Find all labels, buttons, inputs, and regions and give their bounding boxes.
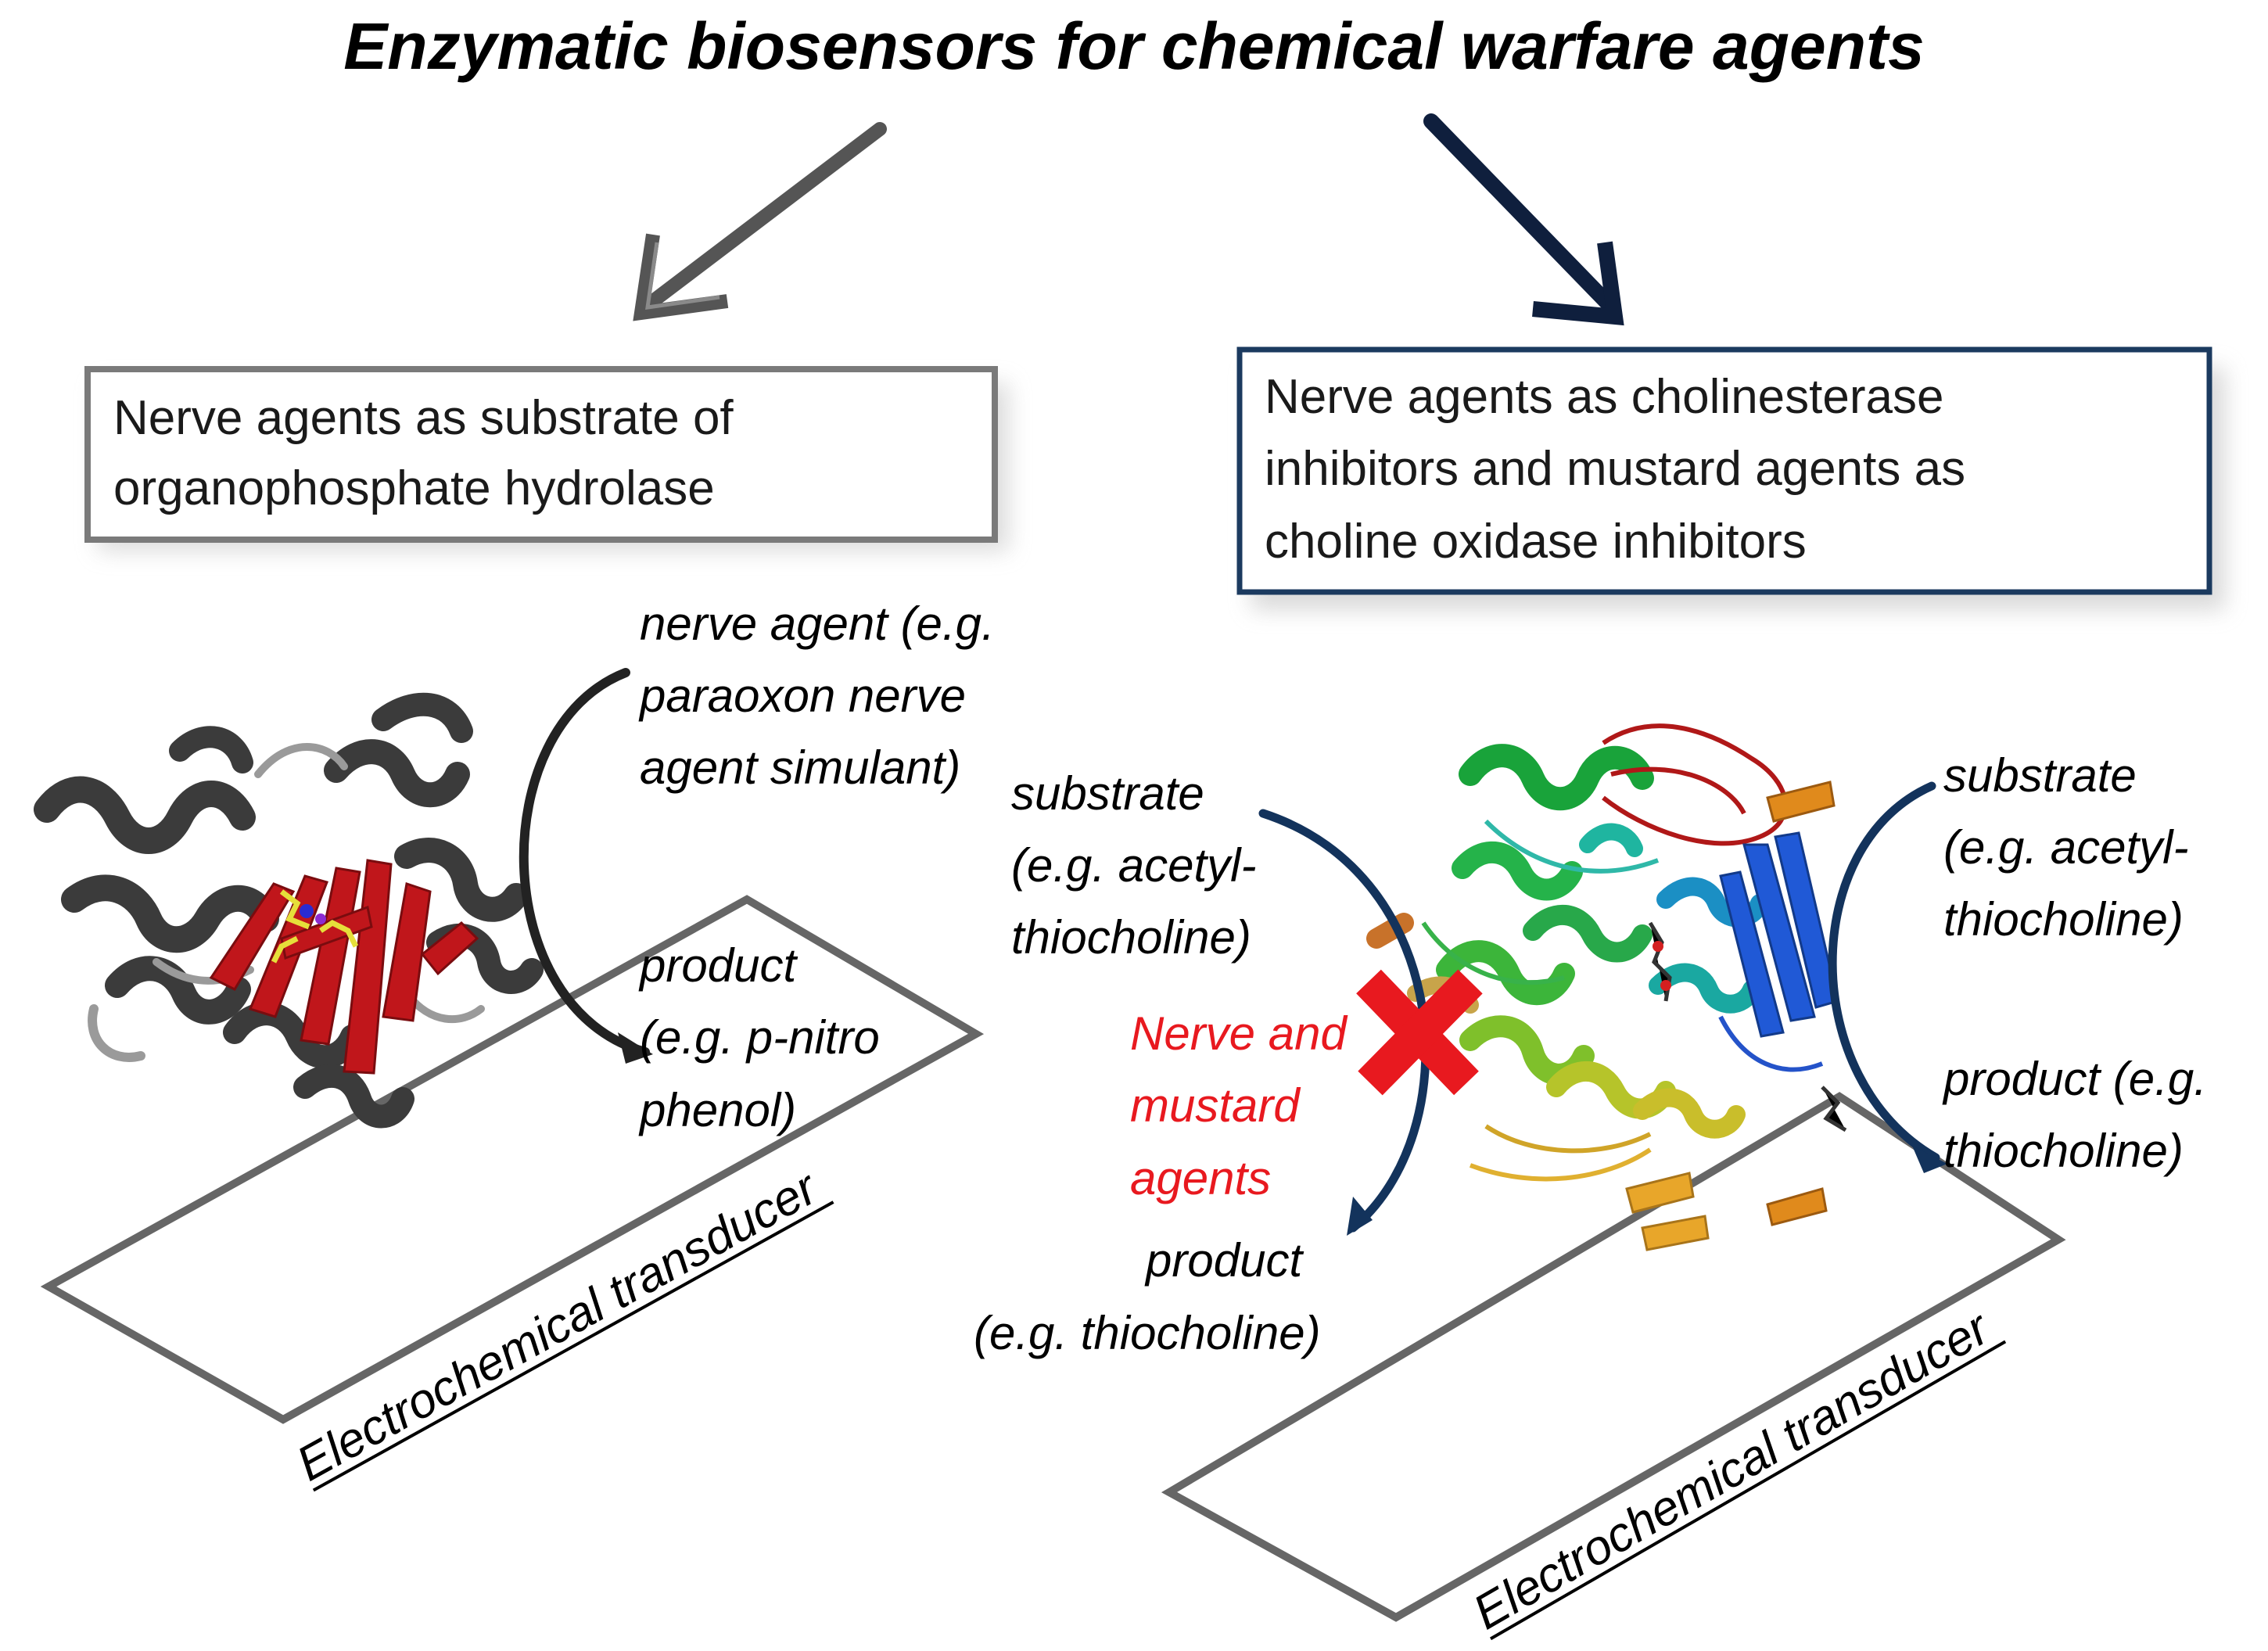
right-right-input-line-2: (e.g. acetyl- xyxy=(1943,821,2188,874)
left-box-line-2: organophosphate hydrolase xyxy=(113,461,715,515)
right-left-input-line-3: thiocholine) xyxy=(1011,911,1251,964)
right-right-input-line-1: substrate xyxy=(1943,749,2137,802)
left-enzyme-protein-icon xyxy=(34,692,544,1129)
right-box-line-2: inhibitors and mustard agents as xyxy=(1265,442,1965,496)
left-reaction-arrow xyxy=(519,668,653,1064)
right-box-line-1: Nerve agents as cholinesterase xyxy=(1265,370,1943,424)
right-left-output-label: product (e.g. thiocholine) xyxy=(974,1234,1321,1359)
right-left-output-line-2: (e.g. thiocholine) xyxy=(974,1307,1321,1359)
right-category-box: Nerve agents as cholinesterase inhibitor… xyxy=(1236,346,2225,610)
left-input-line-2: paraoxon nerve xyxy=(638,669,966,722)
right-electrochemical-transducer xyxy=(1161,1092,2066,1622)
right-left-input-line-2: (e.g. acetyl- xyxy=(1011,839,1256,892)
right-left-input-line-1: substrate xyxy=(1011,767,1204,820)
right-right-input-line-3: thiocholine) xyxy=(1943,893,2184,946)
diagram-title: Enzymatic biosensors for chemical warfar… xyxy=(343,9,1924,83)
right-right-reaction-arrow xyxy=(1828,781,1947,1173)
right-right-input-label: substrate (e.g. acetyl- thiocholine) xyxy=(1943,749,2188,946)
left-box-line-1: Nerve agents as substrate of xyxy=(113,391,734,445)
right-left-output-line-1: product xyxy=(1144,1234,1304,1287)
inhibitor-label: Nerve and mustard agents xyxy=(1130,1007,1348,1204)
left-input-label: nerve agent (e.g. paraoxon nerve agent s… xyxy=(638,598,995,794)
inhibitor-line-3: agents xyxy=(1130,1152,1271,1204)
right-right-output-line-1: product (e.g. xyxy=(1942,1053,2207,1105)
left-branch-arrow xyxy=(633,122,887,321)
left-input-line-1: nerve agent (e.g. xyxy=(640,598,995,650)
right-left-input-label: substrate (e.g. acetyl- thiocholine) xyxy=(1011,767,1256,964)
right-right-output-label: product (e.g. thiocholine) xyxy=(1942,1053,2207,1177)
left-category-box: Nerve agents as substrate of organophosp… xyxy=(84,366,1009,551)
right-right-output-line-2: thiocholine) xyxy=(1943,1125,2184,1177)
left-electrochemical-transducer xyxy=(40,895,985,1424)
right-box-line-3: choline oxidase inhibitors xyxy=(1265,515,1807,569)
inhibitor-line-2: mustard xyxy=(1130,1079,1301,1132)
inhibitor-line-1: Nerve and xyxy=(1130,1007,1348,1060)
left-output-line-2: (e.g. p-nitro xyxy=(640,1011,880,1064)
left-output-label: product (e.g. p-nitro phenol) xyxy=(638,939,880,1136)
left-output-line-3: phenol) xyxy=(638,1084,796,1136)
left-input-line-3: agent simulant) xyxy=(640,741,960,794)
left-output-line-1: product xyxy=(638,939,798,992)
right-branch-arrow xyxy=(1423,113,1624,326)
inhibition-cross-icon xyxy=(1356,969,1483,1096)
right-enzyme-protein-icon xyxy=(1366,723,1847,1251)
